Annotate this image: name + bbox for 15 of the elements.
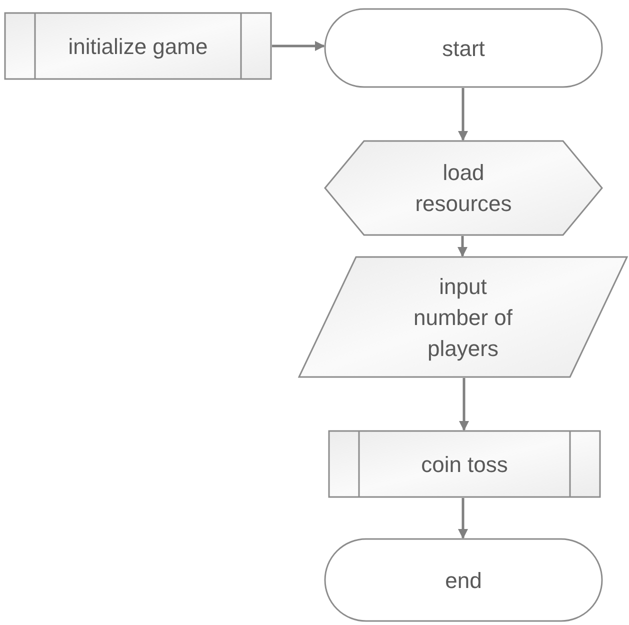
input-parallelogram <box>298 256 628 378</box>
arrow <box>458 88 468 141</box>
subprocess-box <box>4 12 272 80</box>
preparation-hexagon <box>324 140 603 236</box>
arrow <box>458 498 468 539</box>
node-label: load resources <box>414 159 513 218</box>
node-label: input number of players <box>412 272 514 363</box>
node-label: start <box>442 34 485 62</box>
subprocess-box <box>328 430 601 498</box>
node-label: initialize game <box>68 32 208 61</box>
node-label: end <box>445 566 482 594</box>
arrow <box>459 378 469 431</box>
arrow <box>272 41 325 51</box>
arrow <box>458 236 468 257</box>
node-label: coin toss <box>421 450 508 478</box>
